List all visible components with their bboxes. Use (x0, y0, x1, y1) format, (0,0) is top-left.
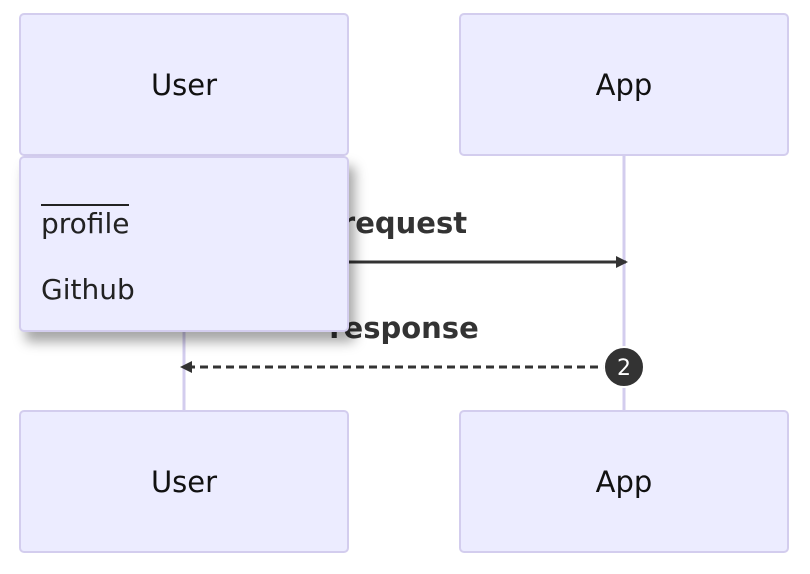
response-label: response (329, 311, 479, 345)
sequence-number: 2 (617, 356, 631, 381)
actor-app-top[interactable]: App (459, 13, 789, 156)
actor-app-bottom[interactable]: App (459, 410, 789, 553)
actor-links-popup: profile Github (19, 156, 349, 332)
github-link[interactable]: Github (41, 273, 135, 306)
request-label: request (341, 206, 467, 240)
actor-user-bottom[interactable]: User (19, 410, 349, 553)
sequence-number-badge (603, 346, 645, 388)
actor-user-top[interactable]: User (19, 13, 349, 156)
profile-link[interactable]: profile (41, 204, 130, 238)
